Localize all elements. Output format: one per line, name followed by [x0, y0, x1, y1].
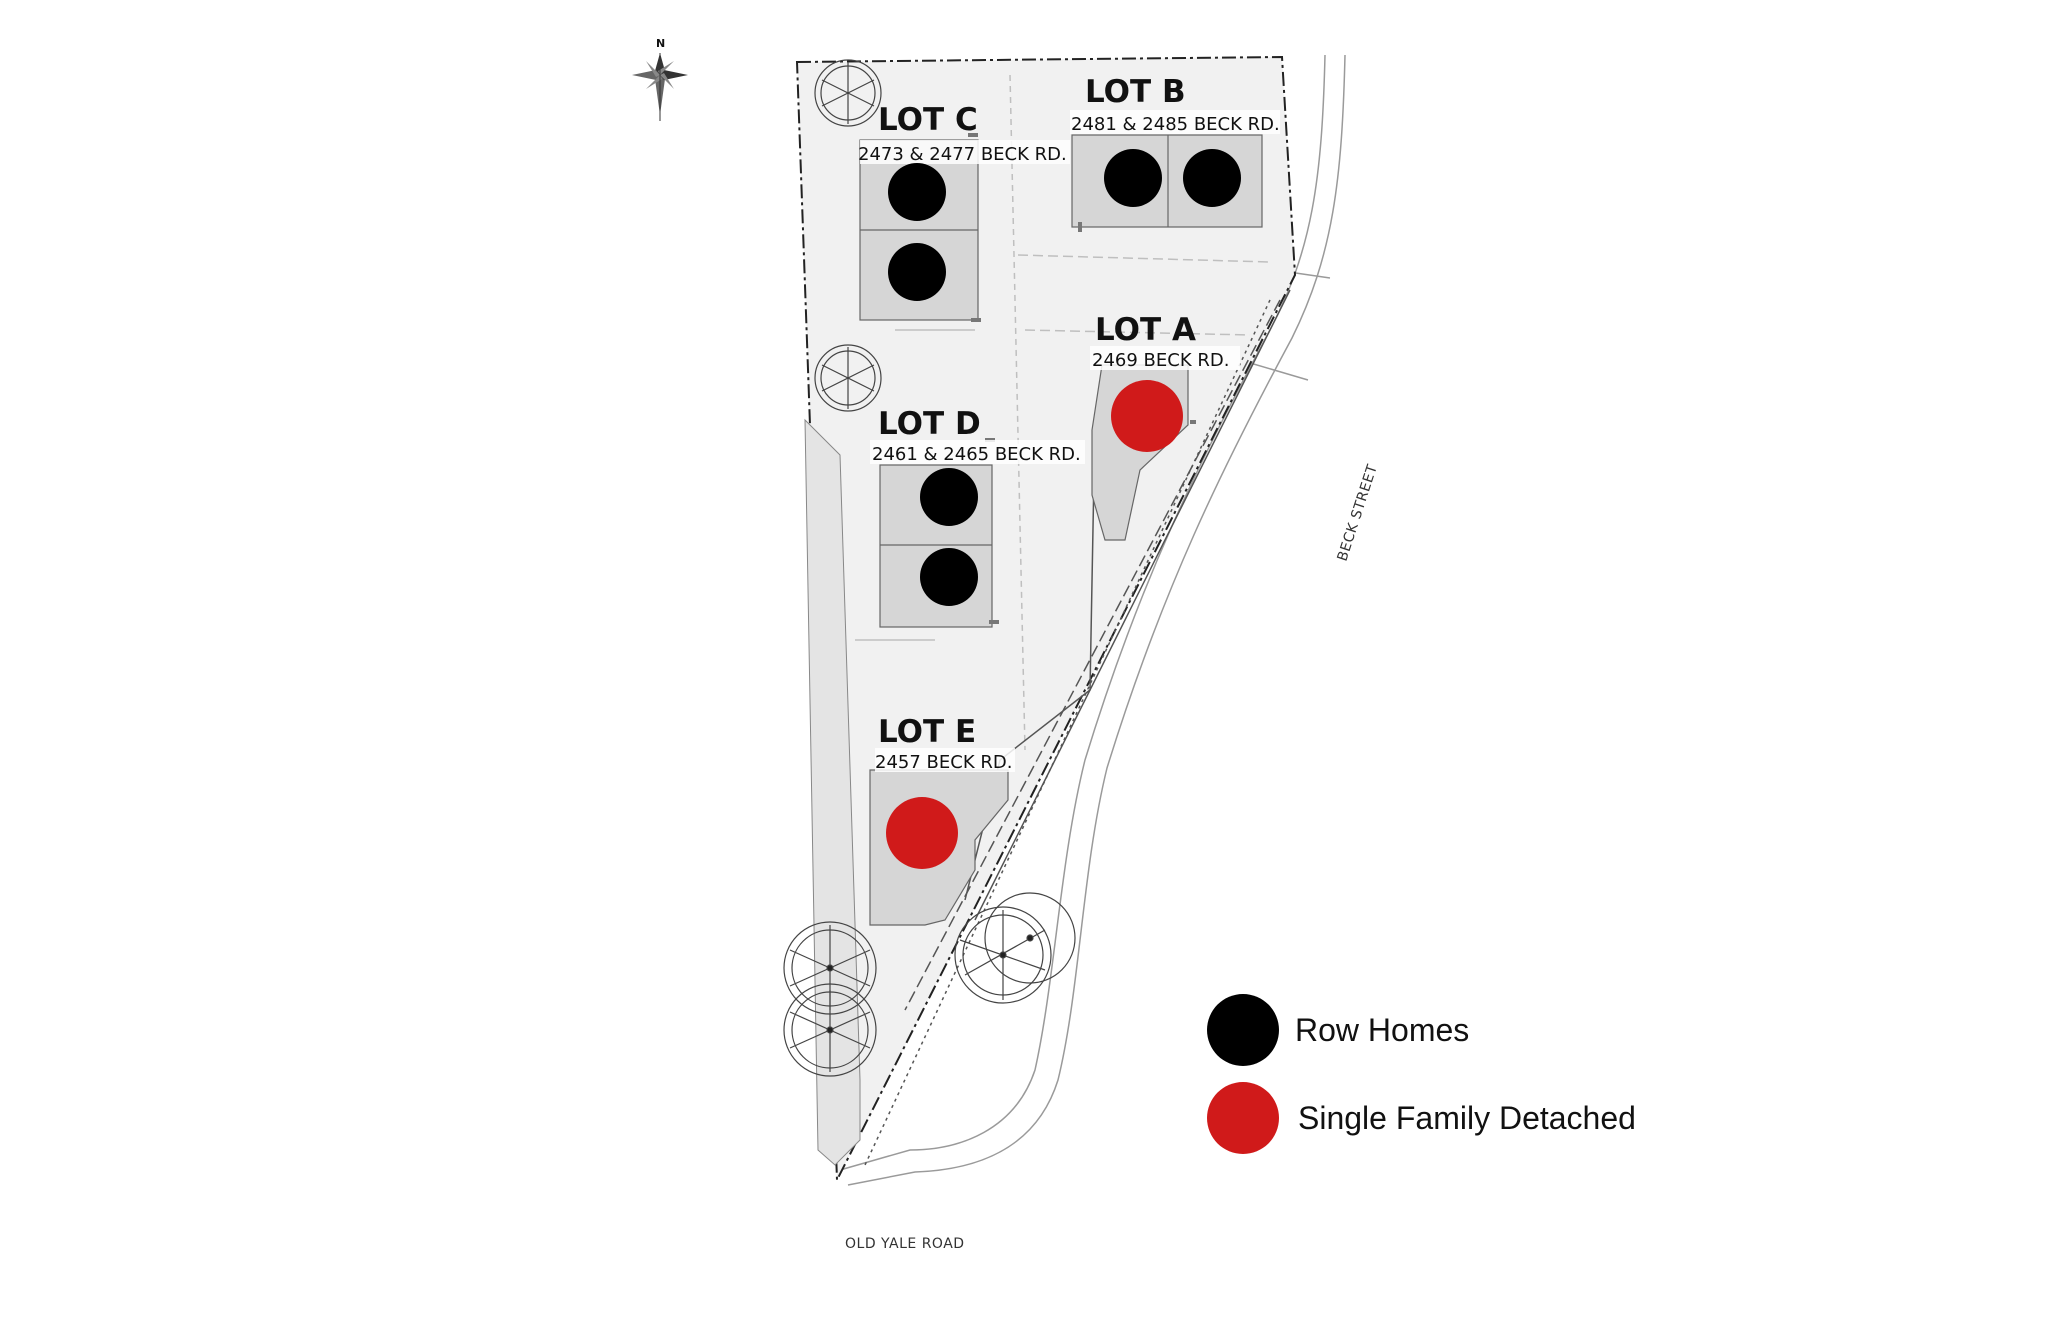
- lot-b-address: 2481 & 2485 BECK RD.: [1071, 114, 1280, 135]
- lot-c-address: 2473 & 2477 BECK RD.: [858, 144, 1067, 165]
- label-backdrops: [860, 110, 1280, 772]
- lot-e-title: LOT E: [878, 714, 976, 750]
- lot-e-address: 2457 BECK RD.: [875, 752, 1012, 773]
- internal-drive: [855, 74, 1271, 751]
- landscape-strip: [804, 418, 861, 1166]
- lot-d-title: LOT D: [878, 406, 981, 442]
- row-home-marker: [1104, 149, 1162, 207]
- tree-icon: [814, 344, 882, 412]
- lot-labels: LOT C 2473 & 2477 BECK RD. LOT B 2481 & …: [858, 74, 1280, 773]
- legend-row-homes-swatch: [1207, 994, 1279, 1066]
- north-arrow-icon: N: [632, 37, 688, 121]
- lot-d-address: 2461 & 2465 BECK RD.: [872, 444, 1081, 465]
- tree-icon: [954, 892, 1076, 1004]
- beck-street-label: BECK STREET: [1335, 462, 1381, 563]
- row-home-marker: [920, 548, 978, 606]
- row-home-marker: [888, 243, 946, 301]
- single-family-marker: [886, 797, 958, 869]
- tree-icon: [814, 59, 882, 127]
- north-label: N: [656, 37, 665, 50]
- row-home-marker: [1183, 149, 1241, 207]
- legend-single-family-label: Single Family Detached: [1298, 1100, 1636, 1136]
- lot-c-title: LOT C: [878, 102, 978, 138]
- unit-markers: [886, 149, 1241, 869]
- tree-icon: [783, 983, 877, 1077]
- lot-a-address: 2469 BECK RD.: [1092, 350, 1229, 371]
- row-home-marker: [888, 163, 946, 221]
- legend-row-homes-label: Row Homes: [1295, 1012, 1469, 1048]
- lot-a-title: LOT A: [1095, 312, 1196, 348]
- trees: [783, 59, 1076, 1077]
- legend: Row Homes Single Family Detached: [1207, 994, 1636, 1154]
- old-yale-road-label: OLD YALE ROAD: [845, 1236, 965, 1252]
- lot-b-title: LOT B: [1085, 74, 1186, 110]
- legend-single-family-swatch: [1207, 1082, 1279, 1154]
- single-family-marker: [1111, 380, 1183, 452]
- row-home-marker: [920, 468, 978, 526]
